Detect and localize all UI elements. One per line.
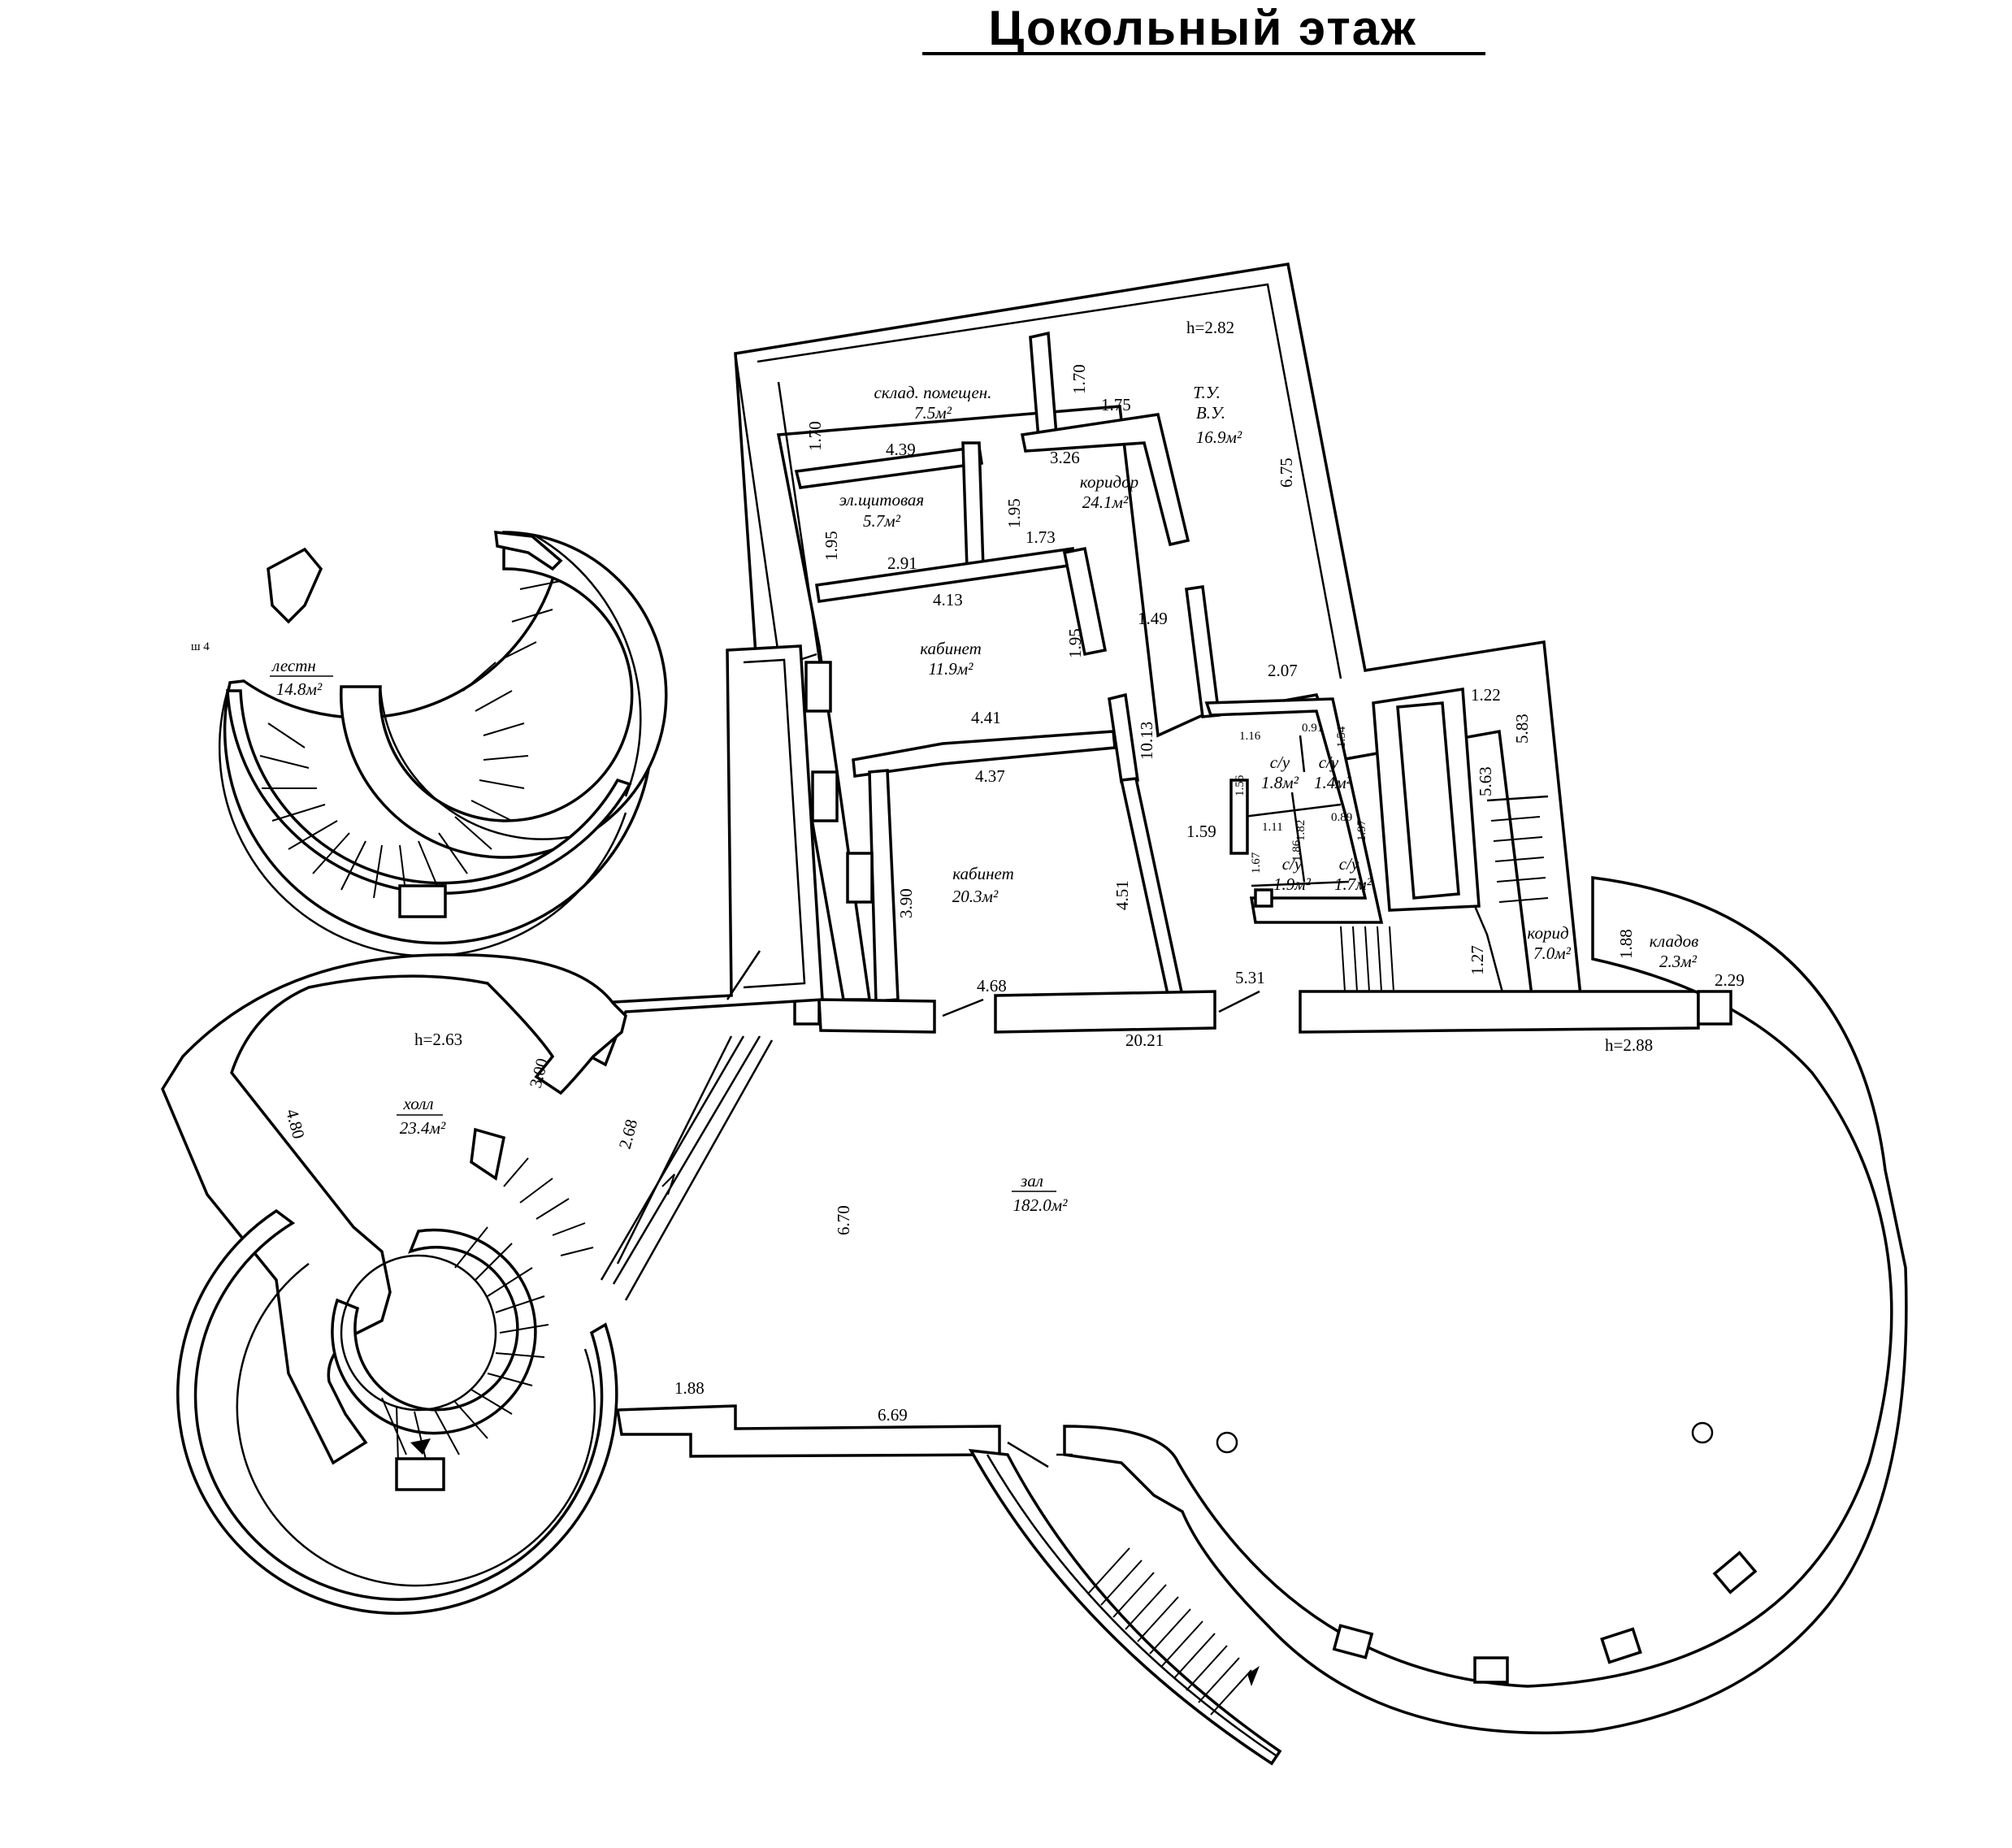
dim-15: 4.41: [971, 708, 1001, 727]
room-name-klad: кладов: [1650, 931, 1698, 951]
dim-3: 1.75: [1101, 395, 1131, 414]
room-area-kab1: 11.9м²: [929, 659, 974, 679]
dim-36: 5.63: [1476, 766, 1495, 796]
room-labels: склад. помещен. 7.5м² Т.У. В.У. 16.9м² h…: [839, 318, 1698, 971]
dim-41: 4.80: [282, 1107, 309, 1141]
height-holl: h=2.63: [414, 1030, 462, 1049]
dim-28: 1.11: [1262, 821, 1283, 834]
dim-43: 6.70: [834, 1205, 853, 1235]
dim-23: 1.59: [1186, 822, 1216, 841]
dim-2: 1.70: [1069, 364, 1089, 394]
stair-upper-left: лестн 14.8м² ш 4: [191, 531, 668, 957]
dim-38: 1.88: [1616, 929, 1636, 959]
room-name-kab1: кабинет: [920, 639, 982, 658]
room-name-sklad: склад. помещен.: [874, 383, 992, 402]
room-name-su4: с/у: [1339, 854, 1359, 874]
dim-32: 1.67: [1250, 852, 1263, 874]
dim-27: 1.56: [1234, 774, 1247, 796]
dim-4: 4.39: [886, 440, 916, 459]
room-area-schit: 5.7м²: [863, 511, 901, 531]
dim-12: 1.49: [1138, 609, 1168, 628]
stair-mark: ш 4: [191, 640, 210, 653]
room-name-holl: холл: [402, 1094, 433, 1113]
room-area-zal: 182.0м²: [1013, 1195, 1069, 1215]
holl-block: h=2.63 холл 23.4м²: [161, 953, 627, 1615]
left-corridor: [550, 644, 824, 1301]
room-area-lest: 14.8м²: [276, 679, 323, 699]
room-name-su2: с/у: [1319, 753, 1339, 772]
room-area-sklad: 7.5м²: [914, 403, 952, 423]
room-name-schit: эл.щитовая: [839, 490, 924, 510]
dim-5: 3.26: [1050, 448, 1080, 467]
height-top: h=2.82: [1186, 318, 1234, 337]
dim-29: 1.82: [1294, 820, 1307, 841]
dim-7: 1.95: [1004, 498, 1024, 528]
room-area-su2: 1.4м²: [1314, 773, 1352, 792]
dim-26: 1.54: [1335, 726, 1348, 748]
room-area-su3: 1.9м²: [1273, 874, 1312, 894]
dim-19: 4.51: [1112, 880, 1132, 910]
dim-22: 5.31: [1235, 968, 1265, 987]
room-name-su3: с/у: [1282, 854, 1303, 874]
dim-42: 2.68: [615, 1117, 642, 1152]
dim-6: 1.95: [822, 531, 841, 561]
dim-45: 6.69: [878, 1405, 908, 1425]
dim-16: 4.37: [975, 766, 1005, 786]
dim-30: 0.89: [1331, 811, 1352, 824]
dim-25: 0.91: [1302, 722, 1323, 735]
dim-34: 1.22: [1471, 685, 1501, 705]
dim-31: 1.97: [1355, 819, 1368, 841]
room-name-tu-1: Т.У.: [1193, 383, 1221, 402]
room-area-kab2: 20.3м²: [952, 887, 999, 906]
height-zal: h=2.88: [1605, 1035, 1653, 1055]
room-name-kab2: кабинет: [952, 864, 1014, 883]
dim-8: 1.73: [1026, 527, 1056, 547]
dim-35: 5.83: [1512, 714, 1532, 744]
dimension-labels: 1.70 1.70 1.75 4.39 3.26 1.95 1.95 1.73 …: [282, 364, 1745, 1425]
room-area-holl: 23.4м²: [400, 1118, 446, 1138]
dim-1: 1.70: [805, 421, 825, 451]
dim-11: 1.95: [1065, 628, 1085, 658]
dim-9: 2.91: [887, 553, 917, 573]
room-name-korid2: корид: [1527, 923, 1568, 943]
room-name-su1: с/у: [1270, 753, 1290, 772]
zal-block: зал 182.0м² h=2.88: [615, 876, 1908, 1766]
room-area-korid2: 7.0м²: [1533, 944, 1572, 963]
dim-24: 1.16: [1239, 730, 1261, 743]
top-block: [734, 262, 1700, 1034]
dim-18: 3.90: [896, 888, 916, 918]
dim-44: 1.88: [674, 1378, 705, 1398]
dim-33: 1.86: [1290, 839, 1303, 861]
dim-20: 4.68: [977, 976, 1007, 996]
room-area-koridor: 24.1м²: [1082, 492, 1129, 512]
room-area-klad: 2.3м²: [1659, 952, 1698, 971]
room-area-tu: 16.9м²: [1196, 427, 1242, 447]
dim-14: 2.07: [1268, 661, 1298, 680]
room-area-su1: 1.8м²: [1261, 773, 1299, 792]
room-area-su4: 1.7м²: [1334, 874, 1372, 894]
room-name-koridor: коридор: [1080, 472, 1138, 492]
dim-10: 4.13: [933, 590, 963, 609]
dim-17: 10.13: [1137, 722, 1156, 760]
page-title: Цокольный этаж: [988, 1, 1416, 55]
dim-37: 1.27: [1468, 945, 1487, 975]
dim-21: 20.21: [1125, 1030, 1164, 1050]
room-name-zal: зал: [1020, 1171, 1043, 1191]
dim-39: 2.29: [1715, 970, 1745, 990]
room-name-lest: лестн: [271, 656, 316, 675]
room-name-tu-2: В.У.: [1196, 403, 1225, 423]
dim-13: 6.75: [1277, 458, 1296, 488]
